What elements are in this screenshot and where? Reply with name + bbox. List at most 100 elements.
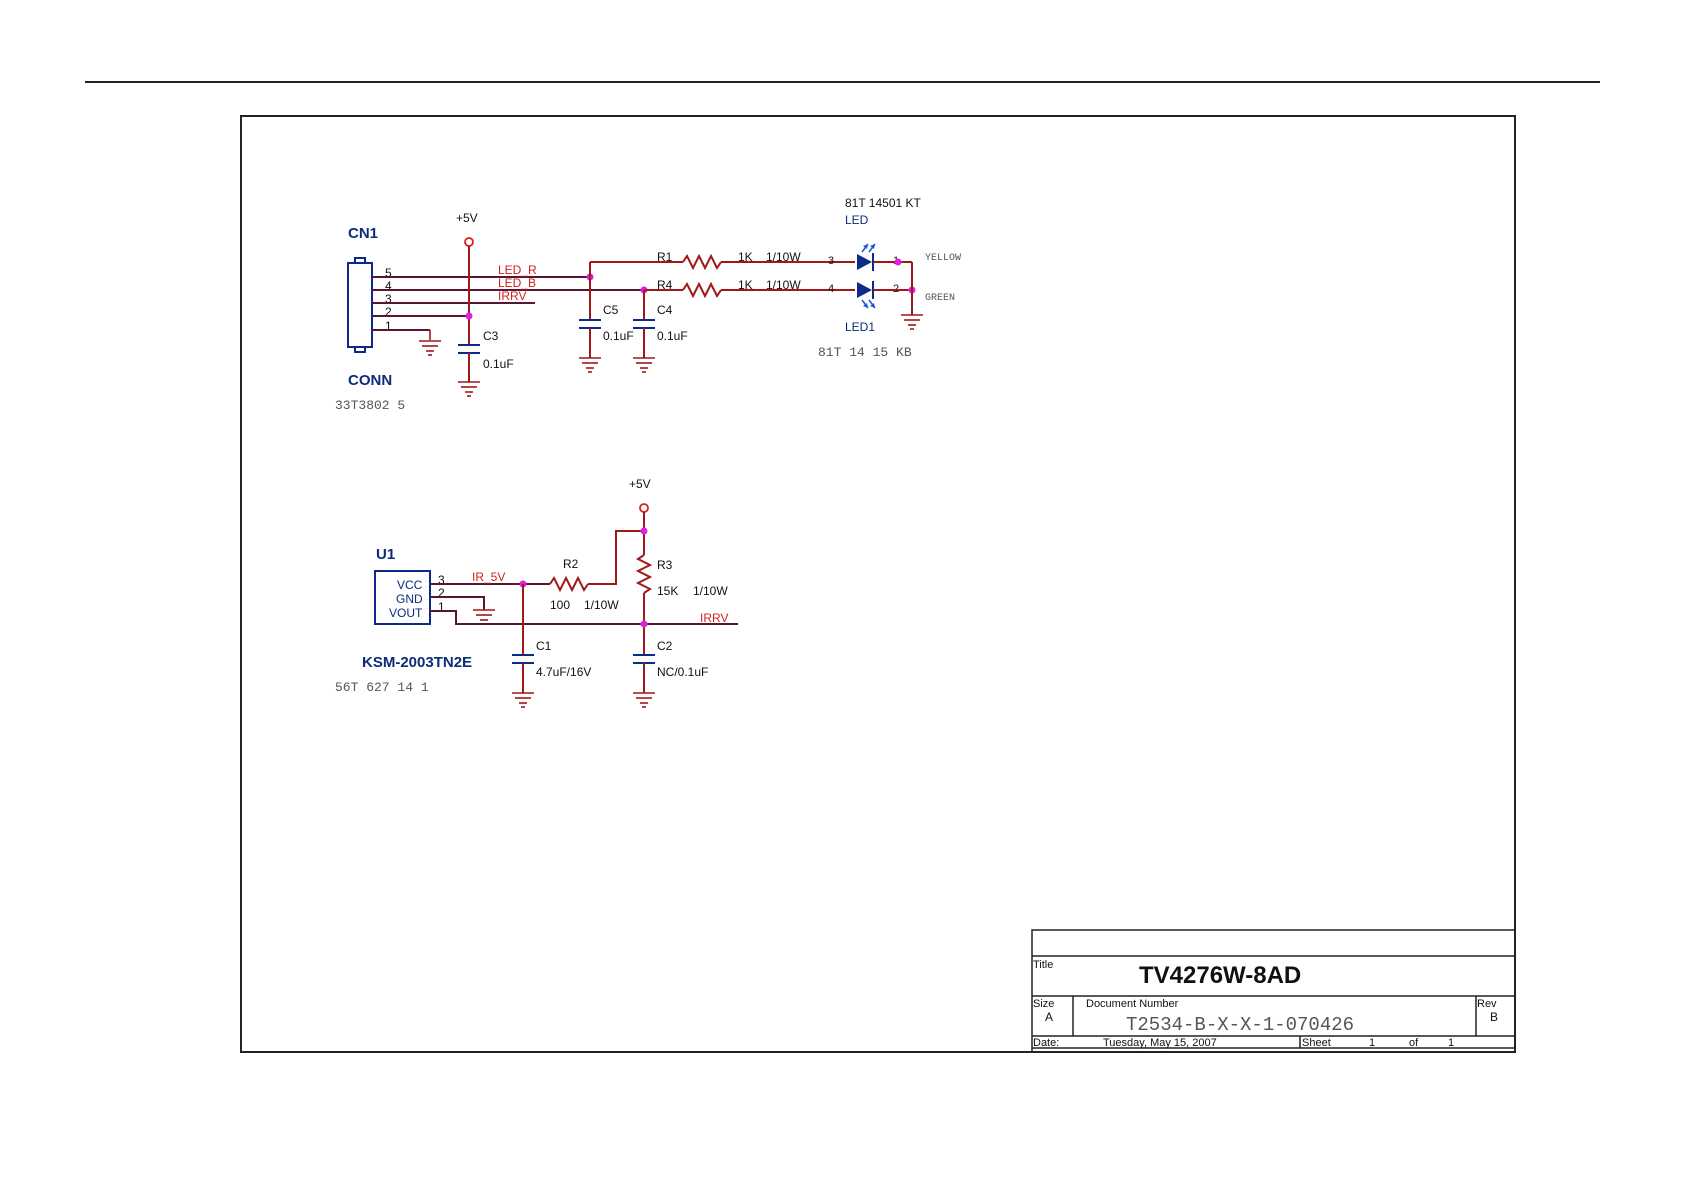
drawing-title: TV4276W-8AD [1139, 962, 1301, 989]
r4-value: 1K [738, 278, 753, 292]
size-label: Size [1033, 998, 1054, 1010]
net-label-green: GREEN [925, 293, 955, 304]
size-value: A [1045, 1010, 1053, 1024]
u1-part-number: 56T 627 14 1 [335, 680, 429, 695]
ground-symbol-c1 [512, 692, 534, 708]
sheet-number: 1 [1369, 1037, 1375, 1049]
ground-symbol-c4 [633, 357, 655, 373]
ground-symbol-c5 [579, 357, 601, 373]
c1-ref: C1 [536, 639, 552, 653]
net-label-yellow: YELLOW [925, 253, 961, 264]
ground-symbol-c2 [633, 692, 655, 708]
capacitor-c5[interactable]: C5 0.1uF [579, 303, 634, 358]
resistor-r1[interactable]: R1 1K 1/10W [657, 250, 855, 271]
c3-value: 0.1uF [483, 357, 514, 371]
u1-pin-3: 3 [438, 573, 445, 587]
net-label-led-b: LED_B [498, 276, 536, 290]
power-5v-top-label: +5V [456, 211, 478, 225]
r3-ref: R3 [657, 558, 673, 572]
junction-irrv-bottom [640, 620, 648, 628]
led-emission-arrows-icon [861, 243, 876, 309]
u1-ref: U1 [376, 546, 395, 563]
junction-5v [465, 312, 473, 320]
r3-value: 15K [657, 584, 678, 598]
net-label-led-r: LED_R [498, 263, 537, 277]
connector-cn1[interactable]: CN1 CONN 33T3802 5 5 4 3 2 1 [335, 225, 405, 413]
u1-pin-vout: VOUT [389, 606, 423, 620]
sheet-total: 1 [1448, 1037, 1454, 1049]
cn1-pin-4: 4 [385, 279, 392, 293]
date-label: Date: [1033, 1037, 1059, 1049]
led-ref: LED1 [845, 320, 875, 334]
cn1-pin-2: 2 [385, 305, 392, 319]
c1-value: 4.7uF/16V [536, 665, 591, 679]
cn1-ref: CN1 [348, 225, 378, 242]
junction-5v-bottom [640, 527, 648, 535]
ground-symbol-u1 [473, 609, 495, 625]
title-block: Title TV4276W-8AD Size A Document Number… [1031, 929, 1516, 1053]
u1-pin-gnd: GND [396, 592, 423, 606]
ir-receiver-u1[interactable]: U1 VCC GND VOUT 3 2 1 KSM-2003TN2E 56T 6… [335, 546, 472, 695]
capacitor-c4[interactable]: C4 0.1uF [633, 303, 688, 358]
cn1-value: CONN [348, 372, 392, 389]
ground-symbol-cn1 [419, 330, 441, 356]
date-value: Tuesday, May 15, 2007 [1103, 1037, 1217, 1049]
r2-ref: R2 [563, 557, 579, 571]
resistor-r2[interactable]: R2 100 1/10W [549, 530, 644, 612]
cn1-pin-5: 5 [385, 266, 392, 280]
c4-ref: C4 [657, 303, 673, 317]
power-5v-top[interactable]: +5V [456, 211, 478, 345]
cn1-part-number: 33T3802 5 [335, 398, 405, 413]
rev-value: B [1490, 1010, 1498, 1024]
led-value: LED [845, 213, 869, 227]
r3-power: 1/10W [693, 584, 728, 598]
net-label-irrv: IRRV [498, 289, 526, 303]
of-label: of [1409, 1037, 1419, 1049]
r2-power: 1/10W [584, 598, 619, 612]
drawing-frame [240, 115, 1516, 1053]
ground-symbol-led [901, 314, 923, 330]
led-led1[interactable]: 81T 14501 KT LED 3 1 4 2 LED1 81T 14 15 … [818, 196, 922, 360]
led-part-number-bottom: 81T 14 15 KB [818, 345, 912, 360]
r4-ref: R4 [657, 278, 673, 292]
cn1-pin-3: 3 [385, 292, 392, 306]
c2-ref: C2 [657, 639, 673, 653]
c5-value: 0.1uF [603, 329, 634, 343]
r1-value: 1K [738, 250, 753, 264]
ground-symbol-c3 [458, 381, 480, 397]
sheet-label: Sheet [1302, 1037, 1331, 1049]
power-5v-bottom-label: +5V [629, 477, 651, 491]
r1-power: 1/10W [766, 250, 801, 264]
capacitor-c1[interactable]: C1 4.7uF/16V [512, 639, 591, 693]
u1-model: KSM-2003TN2E [362, 654, 472, 671]
net-label-irrv-bottom: IRRV [700, 611, 728, 625]
led-pin-4: 4 [828, 283, 834, 295]
c4-value: 0.1uF [657, 329, 688, 343]
capacitor-c2[interactable]: C2 NC/0.1uF [633, 639, 708, 693]
wire-irrv-out[interactable] [430, 610, 738, 625]
rev-label: Rev [1477, 998, 1497, 1010]
led-pin-3: 3 [828, 255, 834, 267]
resistor-r3[interactable]: R3 15K 1/10W [635, 554, 728, 655]
title-label: Title [1033, 959, 1053, 971]
r1-ref: R1 [657, 250, 673, 264]
c3-ref: C3 [483, 329, 499, 343]
junction-led-common-top [894, 258, 902, 266]
led-part-number-top: 81T 14501 KT [845, 196, 922, 210]
r4-power: 1/10W [766, 278, 801, 292]
capacitor-c3[interactable]: C3 0.1uF [458, 329, 514, 382]
document-number-label: Document Number [1086, 998, 1179, 1010]
c2-value: NC/0.1uF [657, 665, 708, 679]
cn1-pin-1: 1 [385, 319, 392, 333]
c5-ref: C5 [603, 303, 619, 317]
net-label-ir-5v: IR_5V [472, 570, 505, 584]
u1-pin-2: 2 [438, 586, 445, 600]
u1-pin-1: 1 [438, 600, 445, 614]
r2-value: 100 [550, 598, 570, 612]
u1-pin-vcc: VCC [397, 578, 423, 592]
resistor-r4[interactable]: R4 1K 1/10W [657, 278, 855, 299]
document-number: T2534-B-X-X-1-070426 [1126, 1014, 1354, 1036]
wire-u1-gnd[interactable] [430, 596, 485, 610]
power-5v-bottom[interactable]: +5V [629, 477, 651, 555]
